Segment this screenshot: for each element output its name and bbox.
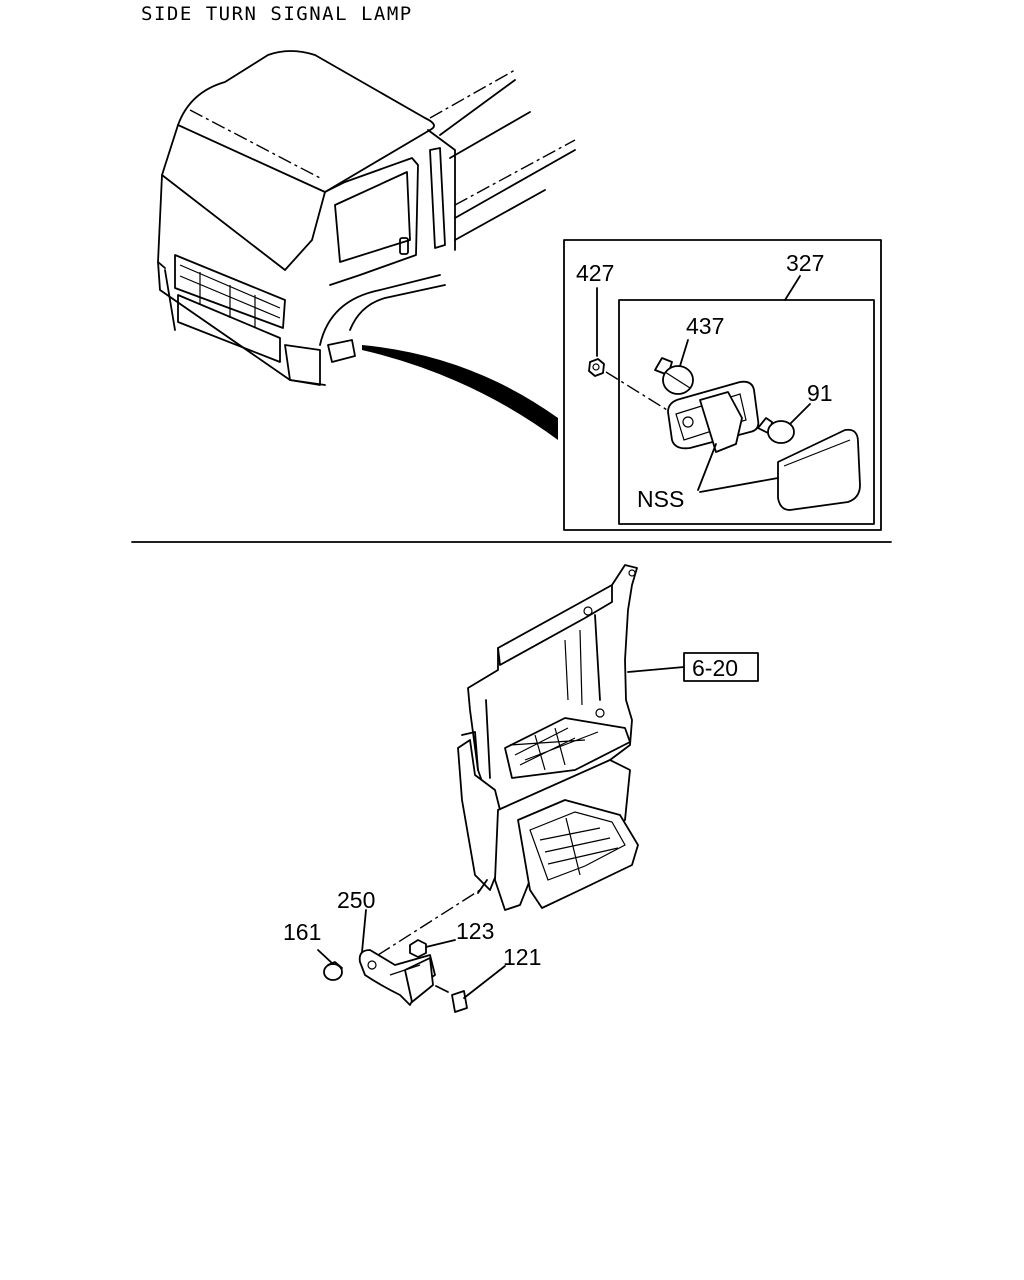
detail-frame: [563, 239, 882, 531]
reference-label: 6-20: [692, 655, 738, 681]
callout-437: 437: [686, 313, 724, 339]
page-title: SIDE TURN SIGNAL LAMP: [141, 3, 413, 25]
socket-part: [654, 339, 694, 395]
nut-123-part: [409, 939, 456, 958]
lamp-assembly-frame: [618, 299, 875, 525]
screw-part: [435, 965, 506, 1013]
callout-91: 91: [807, 380, 833, 406]
callout-123: 123: [456, 918, 494, 944]
clip-part: [317, 949, 343, 981]
callout-427: 427: [576, 260, 614, 286]
callout-nss: NSS: [637, 486, 684, 512]
callout-161: 161: [283, 919, 321, 945]
truck-cab-illustration: [157, 50, 576, 440]
callout-250: 250: [337, 887, 375, 913]
callout-121: 121: [503, 944, 541, 970]
bulb-part: [757, 403, 811, 444]
lamp-housing-part: [667, 380, 760, 453]
step-assembly-illustration: [457, 564, 639, 911]
lamp-bracket-part: [358, 949, 436, 1006]
nut-part: [588, 287, 605, 377]
lens-part: [777, 428, 861, 511]
callout-327: 327: [786, 250, 824, 276]
